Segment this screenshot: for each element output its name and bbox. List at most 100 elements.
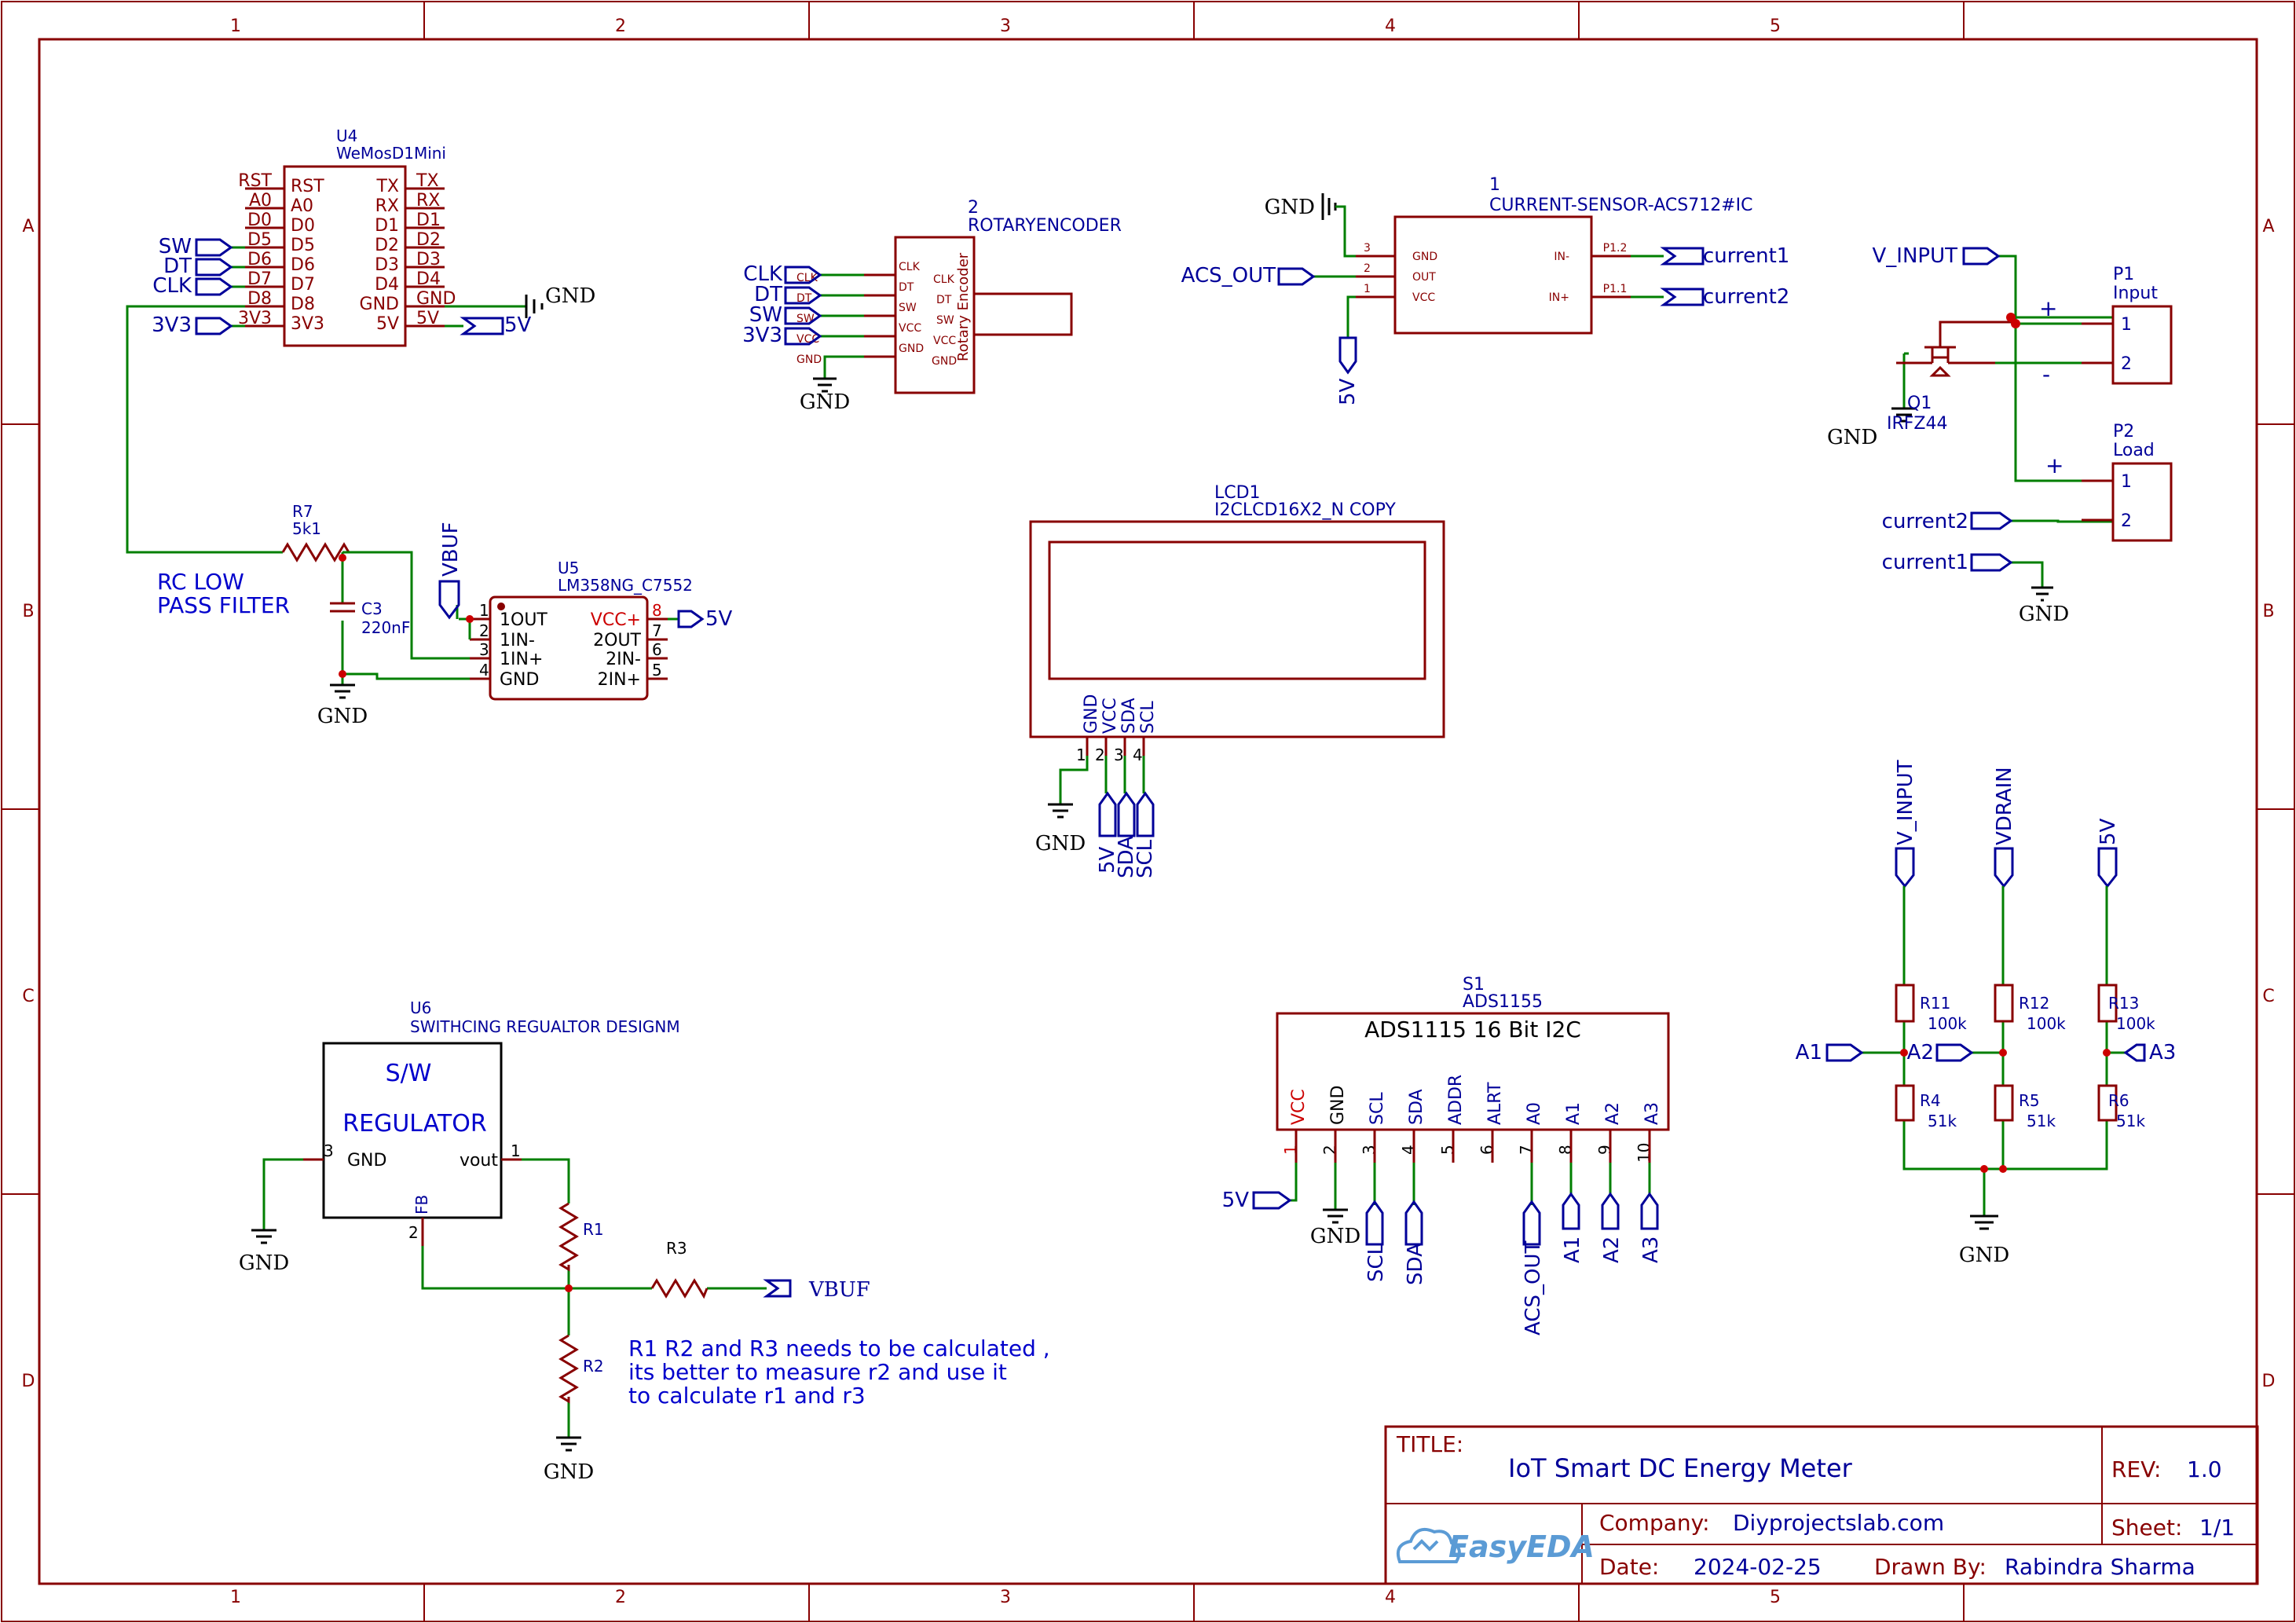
ads-pin-a2: A2 — [1603, 1102, 1623, 1125]
p1-designator: P1 — [2113, 265, 2134, 284]
divider-net-vdrain: VDRAIN — [1993, 767, 2016, 845]
u5-part-name: LM358NG_C7552 — [558, 576, 693, 595]
ads-net-a1: A1 — [1561, 1236, 1584, 1263]
titleblock-title-label: TITLE: — [1396, 1431, 1463, 1457]
ads-title: ADS1115 16 Bit I2C — [1364, 1017, 1581, 1042]
encoder-pin-sw: SW — [899, 302, 917, 314]
rotary-encoder[interactable]: 2 ROTARYENCODER CLK DT SW VCC GND CLK DT… — [796, 198, 1122, 394]
ads-part-name: ADS1155 — [1463, 992, 1543, 1012]
r4-designator: R4 — [1920, 1091, 1941, 1110]
u6-net-gnd-left: GND — [239, 1251, 289, 1275]
p1-minus-sign: - — [2042, 361, 2050, 387]
lcd-16x2-i2c[interactable]: LCD1 I2CLCD16X2_N COPY GND VCC SDA SCL 1… — [1029, 483, 1445, 764]
c3-designator: C3 — [361, 599, 383, 618]
r4-value: 51k — [1928, 1112, 1957, 1130]
u5-net-connections — [438, 580, 705, 639]
acs-pin-out: OUT — [1412, 271, 1436, 284]
u4-pin-a0: A0 — [291, 196, 313, 216]
encoder-inner-sw: SW — [936, 314, 954, 327]
u6-net-vbuf: VBUF — [808, 1278, 870, 1302]
encoder-label-vcc: VCC — [796, 333, 819, 346]
wire-d8-to-filter — [126, 305, 283, 554]
acs-part-name: CURRENT-SENSOR-ACS712#IC — [1489, 196, 1752, 215]
u4-net-3v3: 3V3 — [152, 313, 192, 337]
lcd-num-4: 4 — [1133, 746, 1143, 764]
u5-net-vbuf: VBUF — [439, 522, 463, 577]
u4-net-connections — [195, 238, 544, 335]
ads-net-a2: A2 — [1600, 1236, 1624, 1263]
lcd-pin-vcc: VCC — [1100, 698, 1120, 734]
easyeda-logo-text: EasyEDA — [1448, 1530, 1595, 1564]
resistor-dividers[interactable] — [1825, 847, 2146, 1230]
ads-net-scl: SCL — [1364, 1243, 1388, 1282]
u4-pin-d7: D7 — [291, 275, 315, 295]
ads-pin-sda: SDA — [1407, 1089, 1426, 1125]
u4-pin-d0: D0 — [291, 216, 315, 236]
encoder-label-gnd: GND — [796, 354, 822, 366]
lcd-part-name: I2CLCD16X2_N COPY — [1214, 500, 1396, 520]
power-switching-stage[interactable] — [1891, 247, 2173, 602]
encoder-net-sw: SW — [749, 303, 782, 327]
lcd-net-gnd: GND — [1035, 832, 1086, 855]
acs-net-gnd: GND — [1265, 196, 1315, 219]
ads-net-connections — [1252, 1163, 1659, 1246]
p1-name: Input — [2113, 284, 2158, 303]
u4-net-5v: 5V — [504, 313, 532, 337]
u4-net-clk: CLK — [152, 274, 192, 298]
u5-pin-2in-minus: 2IN- — [606, 650, 641, 669]
encoder-inner-clk: CLK — [933, 273, 955, 286]
titleblock-rev-label: REV: — [2111, 1456, 2161, 1482]
acs-net-current2: current2 — [1703, 285, 1789, 309]
u4-pin-rst: RST — [291, 177, 324, 196]
u5-lm358-opamp[interactable]: U5 LM358NG_C7552 1OUT 1IN- 1IN+ GND VCC+… — [470, 559, 693, 701]
ads-pin-a3: A3 — [1642, 1102, 1662, 1125]
titleblock-date: 2024-02-25 — [1694, 1554, 1822, 1580]
lcd-num-2: 2 — [1095, 746, 1105, 764]
encoder-net-3v3: 3V3 — [742, 324, 782, 347]
encoder-net-clk: CLK — [743, 262, 783, 286]
encoder-net-dt: DT — [754, 283, 782, 306]
u6-pin-fb: FB — [412, 1195, 431, 1215]
u6-title-sw: S/W — [386, 1060, 432, 1087]
ads-net-5v: 5V — [1222, 1189, 1250, 1212]
r11-value: 100k — [1928, 1014, 1967, 1033]
col-number-top-5: 5 — [1770, 16, 1781, 36]
u5-num-3: 3 — [479, 640, 489, 659]
acs-net-out: ACS_OUT — [1181, 264, 1276, 288]
r7-designator: R7 — [292, 502, 313, 521]
rc-low-pass-filter[interactable] — [281, 542, 487, 699]
u6-num-3: 3 — [324, 1141, 334, 1160]
lcd-pin-scl: SCL — [1138, 701, 1158, 734]
titleblock-company: Diyprojectslab.com — [1733, 1510, 1944, 1536]
u5-pin-2out: 2OUT — [593, 631, 641, 650]
u4-pin-d6: D6 — [291, 255, 315, 275]
u4-wemos-d1-mini[interactable]: U4 WeMosD1Mini RST A0 D0 D5 D6 D7 D8 3V3… — [238, 126, 456, 347]
u6-switching-regulator[interactable]: U6 SWITHCING REGUALTOR DESIGNM S/W REGUL… — [303, 998, 680, 1246]
col-number-top-3: 3 — [1000, 16, 1011, 36]
u5-num-6: 6 — [652, 640, 662, 659]
acs-num-3: 3 — [1364, 242, 1371, 255]
acs712-current-sensor[interactable]: 1 CURRENT-SENSOR-ACS712#IC GND OUT VCC 3… — [1356, 175, 1752, 335]
row-letter-right-d: D — [2262, 1372, 2276, 1391]
r5-value: 51k — [2027, 1112, 2056, 1130]
easyeda-logo: EasyEDA — [1396, 1528, 1595, 1564]
lcd-net-5v: 5V — [1096, 846, 1119, 874]
divider-net-5v: 5V — [2096, 818, 2120, 845]
lcd-net-sda: SDA — [1115, 836, 1138, 878]
ads1115-adc[interactable]: S1 ADS1155 ADS1115 16 Bit I2C VCC GND SC… — [1276, 975, 1670, 1163]
r7-value: 5k1 — [292, 519, 321, 538]
p1-pin-2: 2 — [2121, 354, 2132, 374]
p2-name: Load — [2113, 441, 2155, 460]
acs-pin-vcc: VCC — [1412, 291, 1435, 304]
r11-designator: R11 — [1920, 994, 1950, 1013]
u4-part-name: WeMosD1Mini — [336, 144, 446, 163]
titleblock-sheet-label: Sheet: — [2111, 1515, 2182, 1541]
u5-num-5: 5 — [652, 661, 662, 680]
u4-pin-d4: D4 — [375, 275, 399, 295]
col-number-top-2: 2 — [615, 16, 626, 36]
u5-pin-1out: 1OUT — [500, 610, 547, 630]
encoder-net-gnd: GND — [800, 390, 850, 414]
u6-num-1: 1 — [511, 1141, 521, 1160]
acs-num-p11: P1.1 — [1603, 283, 1628, 295]
u6-pin-vout: vout — [460, 1151, 498, 1171]
